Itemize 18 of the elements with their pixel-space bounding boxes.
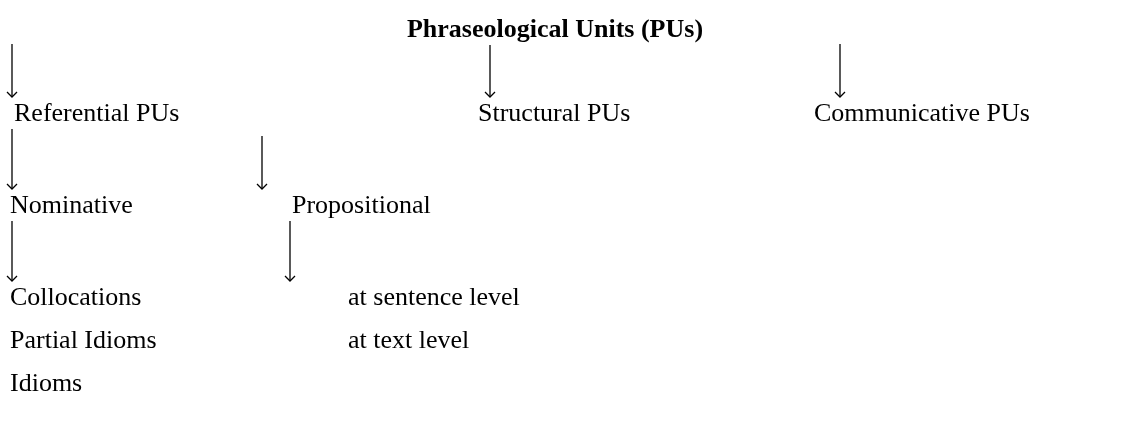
arrow xyxy=(6,128,18,190)
arrow xyxy=(6,43,18,98)
arrow xyxy=(284,220,296,282)
arrow xyxy=(256,135,268,190)
item-label: at text level xyxy=(266,325,470,355)
item-label: Partial Idioms xyxy=(10,325,157,355)
arrow xyxy=(6,220,18,282)
subcategory-label: Nominative xyxy=(10,190,133,220)
item-label: Idioms xyxy=(10,368,83,398)
arrow xyxy=(484,44,496,98)
subcategory-label: Propositional xyxy=(292,190,431,220)
item-label: Collocations xyxy=(10,282,142,312)
item-label: at sentence level xyxy=(266,282,520,312)
heading: Phraseological Units (PUs) xyxy=(0,14,1110,44)
category-label: Referential PUs xyxy=(14,98,180,128)
category-label: Structural PUs xyxy=(478,98,631,128)
arrow xyxy=(834,43,846,98)
category-label: Communicative PUs xyxy=(814,98,1030,128)
